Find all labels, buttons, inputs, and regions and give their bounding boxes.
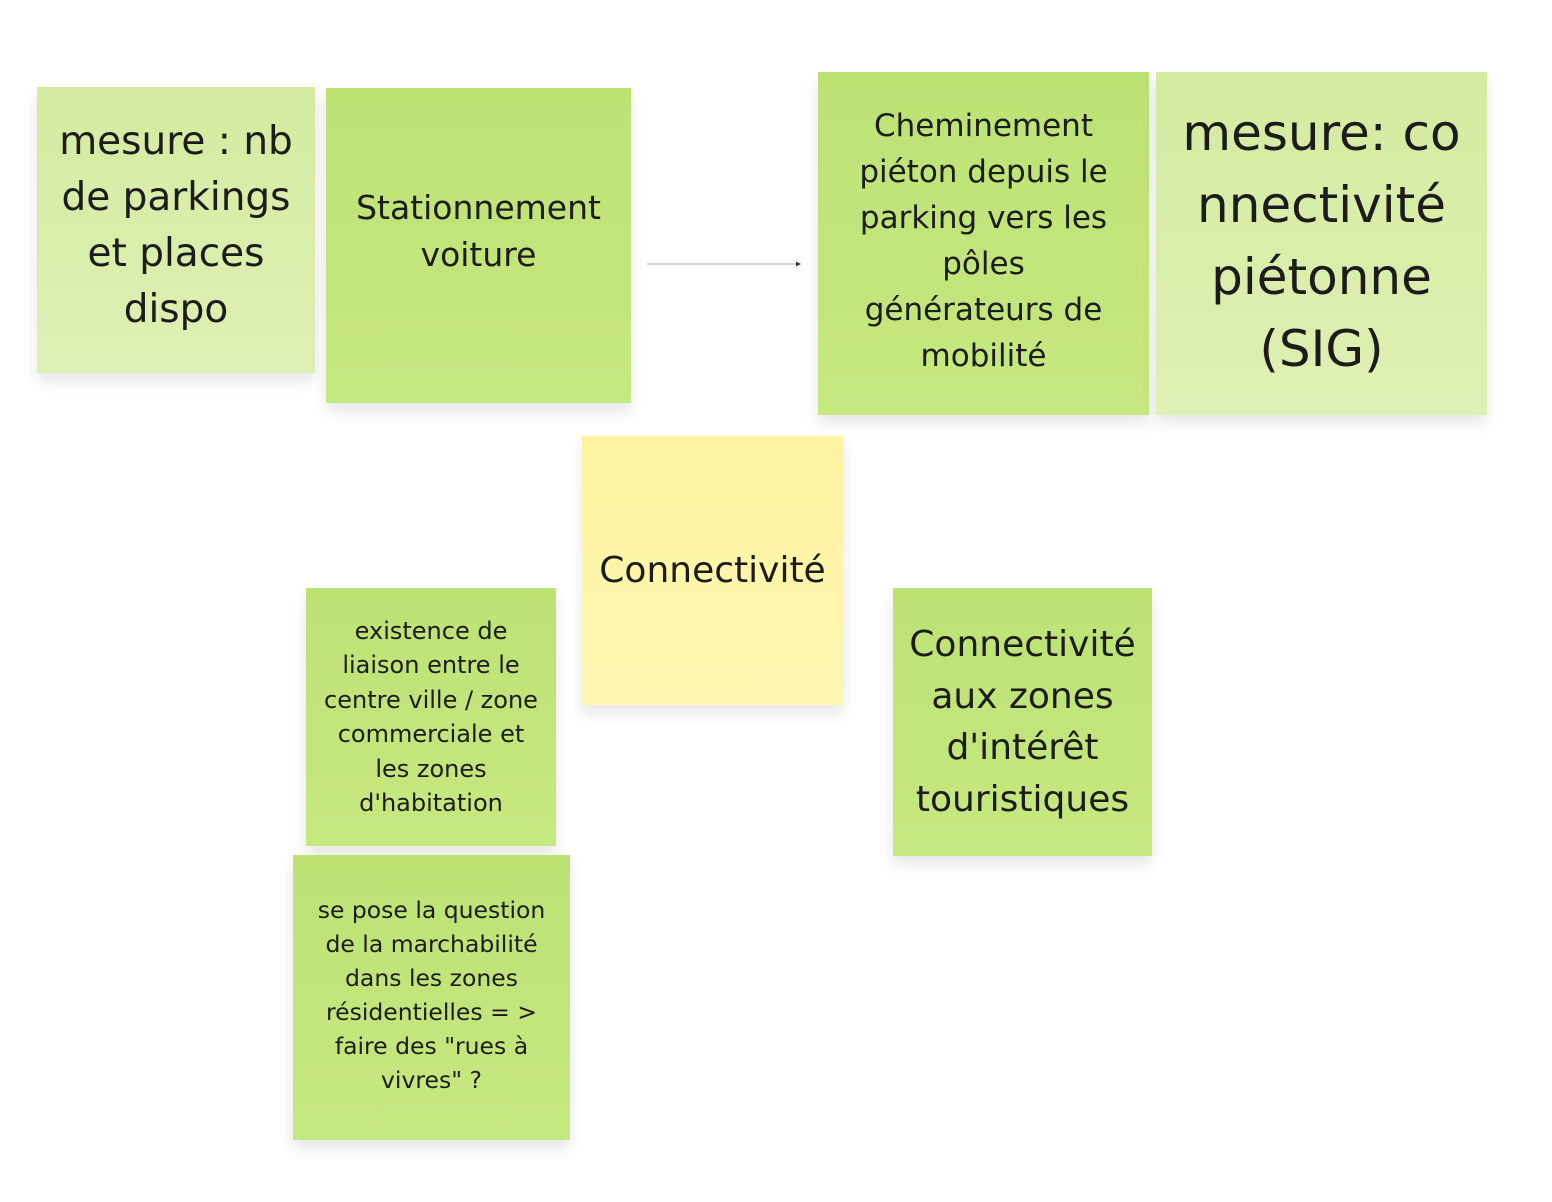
sticky-note-liaison-centre-ville[interactable]: existence de liaison entre le centre vil… [306, 588, 556, 846]
arrowhead-icon [796, 261, 801, 267]
sticky-note-cheminement-pieton[interactable]: Cheminement piéton depuis le parking ver… [818, 72, 1149, 415]
note-text: mesure : nb de parkings et places dispo [59, 119, 293, 332]
note-text: Stationnement voiture [356, 187, 601, 274]
note-text: Cheminement piéton depuis le parking ver… [859, 107, 1108, 374]
note-text: Connectivité aux zones d'intérêt tourist… [909, 624, 1136, 820]
note-text: se pose la question de la marchabilité d… [317, 895, 546, 1094]
sticky-note-mesure-parkings[interactable]: mesure : nb de parkings et places dispo [37, 87, 315, 373]
sticky-note-connectivite[interactable]: Connectivité [582, 436, 843, 705]
note-text: mesure: co nnectivité piétonne (SIG) [1182, 103, 1461, 378]
sticky-note-mesure-connectivite[interactable]: mesure: co nnectivité piétonne (SIG) [1156, 72, 1487, 415]
note-text: Connectivité [599, 549, 826, 591]
sticky-note-stationnement-voiture[interactable]: Stationnement voiture [326, 88, 631, 403]
sticky-note-zones-touristiques[interactable]: Connectivité aux zones d'intérêt tourist… [893, 588, 1152, 856]
sticky-note-marchabilite[interactable]: se pose la question de la marchabilité d… [293, 855, 570, 1140]
note-text: existence de liaison entre le centre vil… [324, 616, 538, 818]
